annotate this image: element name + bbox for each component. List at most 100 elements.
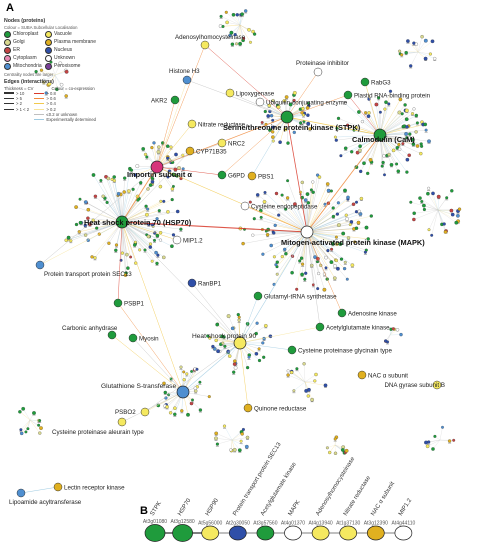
hub-node-stpk[interactable]	[280, 110, 294, 124]
panel-b-node-mapk[interactable]	[284, 525, 302, 541]
protein-node	[412, 217, 416, 222]
protein-node-quinone-reductase[interactable]	[243, 403, 253, 413]
panel-b-label-mapk: MAPK	[288, 499, 302, 517]
protein-node	[336, 266, 340, 271]
node-tick-label	[301, 266, 305, 267]
protein-node	[325, 182, 330, 186]
protein-node-carbonic-anhydrase[interactable]	[107, 330, 117, 340]
protein-node	[155, 233, 160, 238]
protein-node-rabg3[interactable]	[360, 77, 370, 87]
interaction-edge	[379, 91, 391, 136]
protein-node-cysteine-proteinase-aleurain-type[interactable]	[117, 417, 127, 427]
protein-node	[272, 255, 276, 259]
protein-node-psbo2[interactable]	[140, 407, 150, 417]
legend-coexpression-label: > 0.6	[46, 96, 56, 101]
protein-node	[378, 110, 382, 114]
protein-node-g6pd[interactable]	[217, 170, 227, 180]
protein-node	[398, 97, 403, 102]
protein-node	[422, 207, 426, 212]
protein-node-myosin[interactable]	[128, 333, 138, 343]
panel-b-node-nac-subunit[interactable]	[366, 525, 385, 541]
protein-node	[423, 56, 428, 61]
protein-node-lipoamide-acyltransferase[interactable]	[16, 488, 26, 498]
protein-node	[263, 191, 267, 194]
panel-b-node-adenosylhomocysteinase[interactable]	[311, 525, 330, 541]
protein-node	[208, 336, 212, 340]
protein-node	[391, 148, 396, 153]
node-tick-label	[456, 223, 460, 224]
protein-node	[42, 78, 46, 82]
protein-node-cyp71b35[interactable]	[185, 146, 195, 156]
named-node-edge	[117, 221, 123, 304]
node-tick-label	[359, 200, 363, 201]
protein-node	[263, 109, 267, 114]
protein-node-ranbp1[interactable]	[187, 278, 197, 288]
protein-node	[211, 344, 215, 349]
interaction-edge	[306, 189, 312, 233]
node-tick-label	[456, 212, 460, 214]
protein-node-dna-gyrase-subunit-b[interactable]	[432, 380, 442, 390]
protein-node-glutamyl-trna-synthetase[interactable]	[253, 291, 263, 301]
panel-b-node-hsp70[interactable]	[172, 524, 193, 542]
protein-node-protein-transport-protein-sec13[interactable]	[35, 260, 45, 270]
protein-node	[433, 56, 437, 61]
protein-node	[420, 35, 424, 39]
node-tick-label	[245, 448, 249, 450]
protein-node-nac-subunit[interactable]	[357, 370, 367, 380]
protein-node	[237, 315, 241, 319]
protein-node-ubiquitin-conjugating-enzyme[interactable]	[255, 97, 265, 107]
protein-node-lectin-receptor-kinase[interactable]	[53, 482, 63, 492]
protein-node-cysteine-endopeptidase[interactable]	[240, 201, 250, 211]
panel-b-node-nitrate-reductase[interactable]	[339, 525, 358, 541]
panel-b-node-acetylglutamate-kinase[interactable]	[256, 525, 275, 541]
hub-node-hsp90[interactable]	[233, 336, 247, 350]
protein-node-psbp1[interactable]	[113, 298, 123, 308]
protein-node-akr2[interactable]	[170, 95, 180, 105]
protein-node	[364, 225, 369, 230]
protein-node	[144, 204, 148, 208]
node-tick-label	[69, 242, 73, 244]
node-tick-label	[300, 276, 304, 277]
hub-interaction-edge	[286, 116, 308, 233]
panel-b-node-hsp90[interactable]	[201, 525, 220, 541]
panel-b-node-stpk[interactable]	[144, 524, 166, 542]
panel-b-node-protein-transport-protein-sec13[interactable]	[228, 525, 247, 541]
protein-node	[145, 212, 149, 217]
hub-node-gst[interactable]	[176, 385, 190, 399]
protein-node	[166, 175, 170, 179]
protein-node-proteinase-inhibitor[interactable]	[313, 67, 323, 77]
protein-node-nrc2[interactable]	[217, 138, 227, 148]
panel-b-node-mip1-2[interactable]	[394, 525, 413, 541]
hub-node-imp[interactable]	[150, 160, 164, 174]
protein-node	[55, 87, 59, 92]
hub-node-mapk[interactable]	[300, 225, 314, 239]
protein-node	[366, 114, 371, 119]
node-tick-label	[123, 179, 127, 181]
protein-node-adenosine-kinase[interactable]	[337, 308, 347, 318]
protein-node-adenosylhomocysteinase[interactable]	[200, 40, 210, 50]
protein-node	[275, 272, 279, 276]
hub-node-calm[interactable]	[373, 128, 387, 142]
protein-node	[331, 214, 336, 219]
protein-node-plastid-rna-binding-protein[interactable]	[343, 90, 353, 100]
interaction-edge	[276, 231, 308, 267]
protein-node-acetylglutamate-kinase[interactable]	[315, 322, 325, 332]
protein-node-lipoxygenase[interactable]	[225, 88, 235, 98]
protein-node	[412, 107, 416, 111]
protein-node	[257, 347, 261, 351]
protein-node	[150, 259, 154, 263]
protein-node-cysteine-proteinase-glycinain-type[interactable]	[287, 345, 297, 355]
protein-node	[354, 125, 358, 130]
protein-label-histone-h3: Histone H3	[169, 68, 200, 75]
protein-node	[214, 431, 219, 436]
protein-node	[148, 242, 153, 246]
interaction-edge	[306, 231, 345, 269]
protein-node-mip1-2[interactable]	[172, 235, 182, 245]
protein-node-nitrate-reductase[interactable]	[187, 119, 197, 129]
protein-node	[158, 238, 163, 242]
protein-node-histone-h3[interactable]	[182, 75, 192, 85]
protein-node-pbs1[interactable]	[247, 171, 257, 181]
hub-node-hsp70[interactable]	[115, 215, 129, 229]
node-tick-label	[448, 442, 452, 444]
